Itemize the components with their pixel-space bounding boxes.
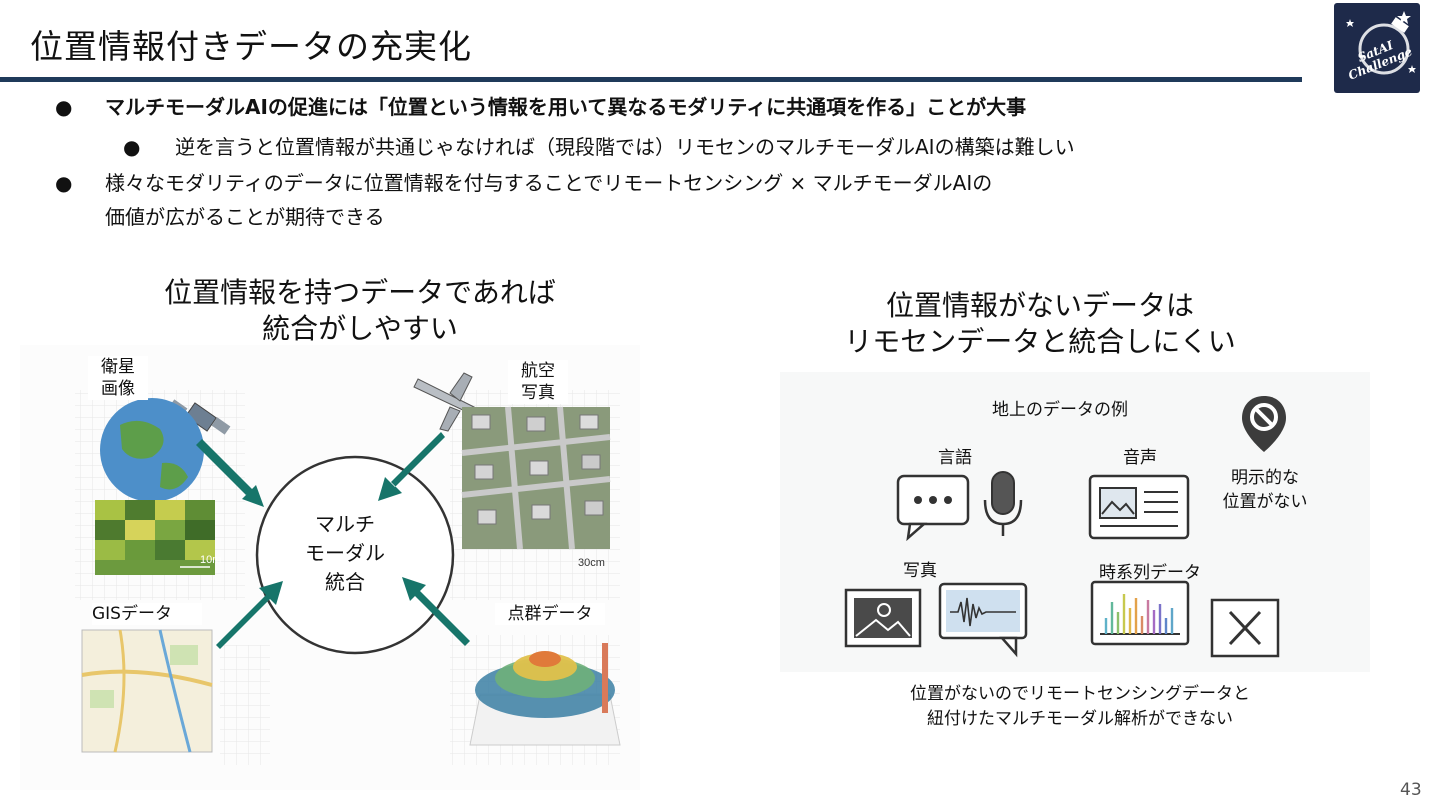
satellite-label-line1: 衛星 bbox=[101, 357, 135, 377]
integration-figure: 10m 30cm bbox=[20, 345, 640, 790]
right-caption: 位置情報がないデータは リモセンデータと統合しにくい bbox=[800, 288, 1280, 360]
bullet-dot: ● bbox=[123, 135, 141, 159]
bullet-1: ● マルチモーダルAIの促進には「位置という情報を用いて異なるモダリティに共通項… bbox=[55, 92, 1027, 122]
bullet-dot: ● bbox=[55, 95, 73, 119]
page-number: 43 bbox=[1400, 780, 1422, 800]
conclusion-line1: 位置がないのでリモートセンシングデータと bbox=[910, 684, 1250, 704]
aerial-photo-label: 航空 写真 bbox=[508, 360, 568, 404]
language-label: 言語 bbox=[938, 448, 972, 468]
waveform-icon bbox=[938, 582, 1028, 658]
arrow-from-satellite bbox=[196, 439, 264, 507]
audio-label: 音声 bbox=[1123, 448, 1157, 468]
no-location-line2: 位置がない bbox=[1222, 492, 1308, 512]
slide-title: 位置情報付きデータの充実化 bbox=[30, 27, 472, 66]
aerial-label-line2: 写真 bbox=[521, 383, 555, 403]
bullet-1-text: マルチモーダルAIの促進には「位置という情報を用いて異なるモダリティに共通項を作… bbox=[105, 95, 1027, 119]
right-caption-line1: 位置情報がないデータは bbox=[885, 289, 1194, 322]
farm-field-image bbox=[95, 500, 215, 575]
photo-icon bbox=[844, 588, 922, 648]
right-caption-line2: リモセンデータと統合しにくい bbox=[844, 325, 1236, 358]
bullet-2: ● 様々なモダリティのデータに位置情報を付与することでリモートセンシング × マ… bbox=[55, 168, 993, 198]
no-location-label: 明示的な 位置がない bbox=[1210, 466, 1320, 514]
logo-art bbox=[1346, 11, 1416, 75]
center-line3: 統合 bbox=[325, 570, 365, 594]
bullet-1-sub: ● 逆を言うと位置情報が共通じゃなければ（現段階では）リモセンのマルチモーダルA… bbox=[123, 132, 1075, 162]
conclusion-line2: 紐付けたマルチモーダル解析ができない bbox=[927, 709, 1233, 729]
scale-30cm: 30cm bbox=[578, 557, 605, 569]
center-line1: マルチ bbox=[315, 512, 375, 536]
bullet-dot: ● bbox=[55, 171, 73, 195]
bullet-2-line2: 価値が広がることが期待できる bbox=[105, 202, 385, 232]
integration-diagram: 10m 30cm bbox=[20, 345, 640, 790]
gis-map-image bbox=[81, 629, 213, 753]
globe-icon bbox=[100, 398, 204, 502]
satai-logo: SatAI Challenge bbox=[1334, 3, 1420, 93]
title-rule bbox=[0, 77, 1302, 82]
scale-10m: 10m bbox=[200, 554, 221, 566]
left-caption-line1: 位置情報を持つデータであれば bbox=[164, 276, 556, 309]
crossed-box-icon bbox=[1210, 598, 1280, 658]
photo-label: 写真 bbox=[903, 561, 937, 581]
left-caption: 位置情報を持つデータであれば 統合がしやすい bbox=[100, 275, 620, 347]
integration-center-text: マルチ モーダル 統合 bbox=[260, 510, 430, 597]
integration-circle bbox=[255, 455, 455, 655]
time-series-label: 時系列データ bbox=[1099, 563, 1201, 583]
satellite-label-line2: 画像 bbox=[101, 379, 135, 399]
arrow-from-gis bbox=[216, 581, 283, 649]
aerial-city-image bbox=[461, 406, 611, 550]
bullet-2-text-line2: 価値が広がることが期待できる bbox=[105, 205, 385, 229]
ground-data-diagram bbox=[844, 396, 1286, 658]
point-cloud-label: 点群データ bbox=[495, 603, 605, 625]
no-location-line1: 明示的な bbox=[1231, 468, 1299, 488]
ground-data-heading: 地上のデータの例 bbox=[992, 400, 1128, 420]
left-caption-line2: 統合がしやすい bbox=[262, 312, 458, 345]
no-location-pin-icon bbox=[1242, 396, 1286, 452]
bullet-1-sub-text: 逆を言うと位置情報が共通じゃなければ（現段階では）リモセンのマルチモーダルAIの… bbox=[175, 135, 1075, 159]
bullet-2-text-line1: 様々なモダリティのデータに位置情報を付与することでリモートセンシング × マルチ… bbox=[105, 171, 993, 195]
speech-bubble-icon bbox=[896, 474, 970, 542]
arrow-from-pointcloud bbox=[402, 577, 470, 646]
article-card-icon bbox=[1088, 474, 1190, 540]
satellite-image-label: 衛星 画像 bbox=[88, 356, 148, 400]
aerial-label-line1: 航空 bbox=[521, 361, 555, 381]
gis-data-label: GISデータ bbox=[92, 603, 202, 625]
arrow-from-aerial bbox=[378, 432, 445, 501]
center-line2: モーダル bbox=[305, 541, 385, 565]
ground-data-figure bbox=[780, 372, 1370, 672]
microphone-icon bbox=[983, 471, 1023, 536]
time-series-icon bbox=[1090, 580, 1190, 646]
no-location-conclusion: 位置がないのでリモートセンシングデータと 紐付けたマルチモーダル解析ができない bbox=[840, 682, 1320, 732]
point-cloud-image bbox=[469, 643, 621, 746]
